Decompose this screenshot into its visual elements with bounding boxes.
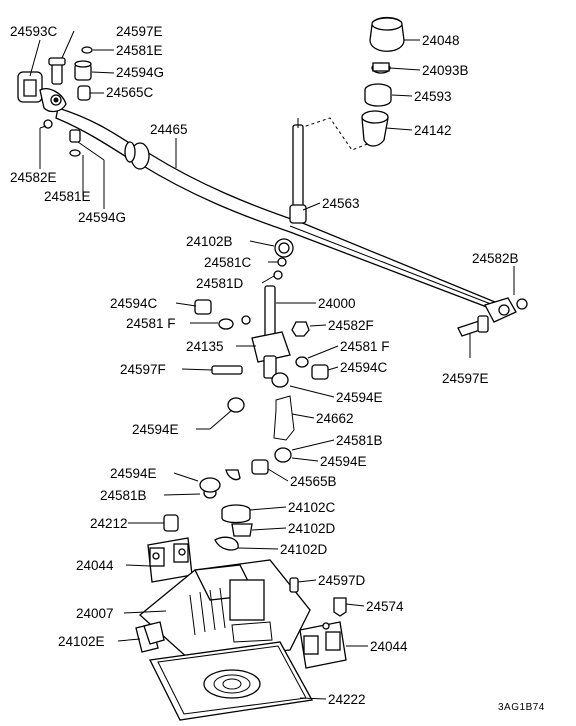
label-24102E: 24102E	[58, 634, 105, 649]
label-24582F: 24582F	[328, 318, 374, 333]
part-bushings	[163, 504, 253, 551]
label-24594C-left: 24594C	[110, 296, 158, 311]
label-24044-left: 24044	[76, 558, 114, 573]
label-24582E: 24582E	[10, 170, 57, 185]
label-24007: 24007	[76, 606, 114, 621]
label-24594E-mid: 24594E	[336, 390, 383, 405]
label-24594C-right: 24594C	[340, 360, 388, 375]
label-24581E-left: 24581E	[44, 189, 91, 204]
label-24465: 24465	[150, 122, 188, 137]
label-24582B: 24582B	[472, 251, 519, 266]
label-24597F: 24597F	[120, 362, 166, 377]
label-24102D-bot: 24102D	[280, 542, 328, 557]
label-24662: 24662	[316, 411, 354, 426]
label-24581F-right: 24581 F	[340, 339, 390, 354]
part-labels: 24593C 24597E 24581E 24594G 24565C 24465…	[10, 24, 545, 713]
part-boot-plate	[149, 641, 314, 721]
label-24594E-low: 24594E	[110, 466, 157, 481]
label-24563: 24563	[322, 196, 360, 211]
label-24594G-left: 24594G	[78, 210, 126, 225]
label-24574: 24574	[366, 599, 404, 614]
label-24597E-right: 24597E	[442, 371, 489, 386]
leader-lines	[29, 30, 515, 700]
label-24102B: 24102B	[186, 234, 233, 249]
label-24000: 24000	[318, 296, 356, 311]
label-24565B: 24565B	[290, 474, 337, 489]
label-24594E-left: 24594E	[132, 422, 179, 437]
part-housing	[139, 559, 347, 661]
label-24093B: 24093B	[422, 63, 469, 78]
label-24581D: 24581D	[196, 276, 244, 291]
label-24581B-right: 24581B	[336, 433, 383, 448]
label-24594G-top: 24594G	[116, 65, 164, 80]
parts-drawing	[17, 16, 528, 721]
part-lever-bracket	[194, 285, 329, 499]
label-24222: 24222	[328, 692, 366, 707]
label-24048: 24048	[422, 33, 460, 48]
part-left-rod-end	[17, 46, 93, 157]
label-24565C: 24565C	[106, 85, 154, 100]
label-24212: 24212	[90, 516, 128, 531]
label-24597D: 24597D	[318, 573, 366, 588]
label-24581C: 24581C	[204, 255, 252, 270]
part-shift-knob	[299, 16, 405, 151]
label-24581B-left: 24581B	[100, 488, 147, 503]
diagram-code: 3AG1B74	[498, 702, 545, 713]
part-clip	[135, 621, 165, 653]
label-24594E-right: 24594E	[320, 454, 367, 469]
label-24102C: 24102C	[288, 500, 336, 515]
label-24581E-top: 24581E	[116, 43, 163, 58]
label-24597E-top: 24597E	[116, 24, 163, 39]
label-24593: 24593	[414, 89, 452, 104]
label-24044-right: 24044	[370, 639, 408, 654]
label-24593C: 24593C	[10, 24, 58, 39]
part-left-bracket	[147, 537, 193, 583]
part-shift-lever	[273, 118, 307, 280]
label-24102D-top: 24102D	[288, 521, 336, 536]
label-24581F-left: 24581 F	[126, 316, 176, 331]
part-right-rod-end	[457, 297, 528, 337]
part-right-bracket	[299, 621, 347, 669]
label-24142: 24142	[414, 123, 452, 138]
label-24135: 24135	[186, 339, 224, 354]
